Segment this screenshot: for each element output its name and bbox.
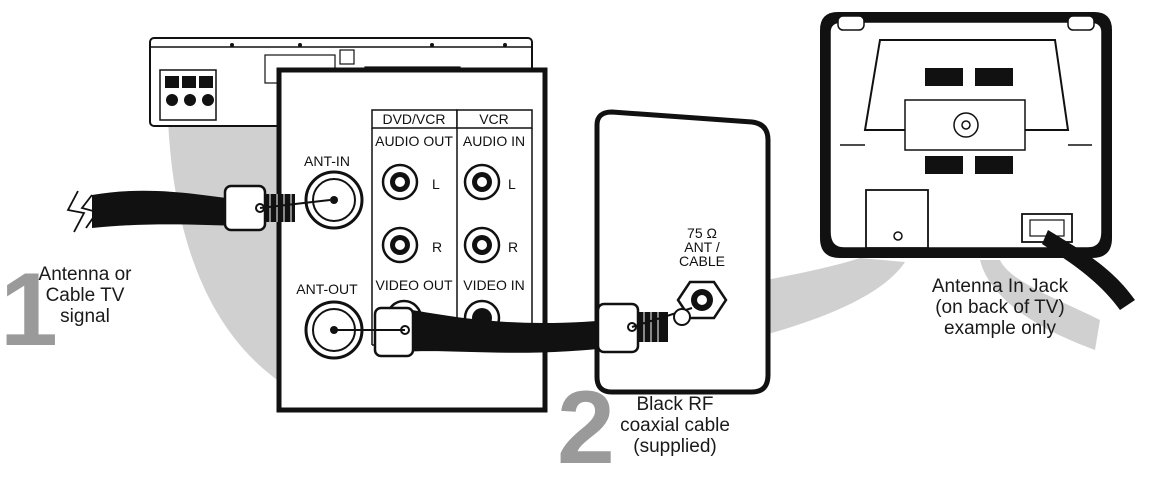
- antenna-cable: [92, 190, 242, 228]
- step-1-caption-line: Cable TV: [45, 285, 125, 306]
- step-1-caption-line: signal: [60, 306, 110, 327]
- step-2-caption: Black RF coaxial cable (supplied): [610, 394, 740, 457]
- ant-in-jack: [304, 170, 364, 230]
- audio-in-right-jack: [463, 226, 501, 264]
- dvd-vcr-header: DVD/VCR: [382, 111, 445, 127]
- tv-jack-ant-label: ANT /: [684, 239, 720, 255]
- tv-callout-projection-right: [980, 260, 1100, 350]
- video-out-label: VIDEO OUT: [375, 277, 452, 293]
- jack-panel: DVD/VCR VCR AUDIO OUT AUDIO IN VIDEO OUT…: [276, 67, 548, 413]
- step-2-caption-line: Black RF: [636, 394, 714, 415]
- tv-jack-cable-label: CABLE: [679, 253, 725, 269]
- audio-out-left-jack: [381, 163, 419, 201]
- step-2-number: 2: [557, 370, 615, 486]
- ant-in-label: ANT-IN: [304, 153, 350, 169]
- vcr-header: VCR: [479, 111, 509, 127]
- ant-out-label: ANT-OUT: [296, 281, 358, 297]
- audio-out-label: AUDIO OUT: [375, 133, 453, 149]
- audio-out-right-label: R: [432, 239, 442, 255]
- step-1-caption-line: Antenna or: [38, 264, 132, 285]
- step-2-caption-line: coaxial cable: [620, 415, 730, 436]
- audio-in-label: AUDIO IN: [463, 133, 525, 149]
- step-1-number: 1: [0, 252, 58, 368]
- step-1-caption: Antenna or Cable TV signal: [30, 264, 140, 327]
- video-in-label: VIDEO IN: [463, 277, 524, 293]
- audio-in-left-jack: [463, 163, 501, 201]
- audio-in-right-label: R: [508, 239, 518, 255]
- audio-in-left-label: L: [508, 176, 516, 192]
- step-2-caption-line: (supplied): [633, 436, 717, 457]
- tv-caption: Antenna In Jack (on back of TV) example …: [910, 276, 1090, 339]
- cable-break-mark: [80, 194, 99, 229]
- ant-in-connector: [223, 184, 331, 232]
- audio-out-left-label: L: [432, 176, 440, 192]
- tv-jack-ohm-label: 75 Ω: [687, 225, 717, 241]
- television-rear: [820, 12, 1135, 310]
- audio-out-right-jack: [381, 226, 419, 264]
- tv-caption-line: example only: [944, 318, 1056, 339]
- tv-caption-line: (on back of TV): [935, 297, 1065, 318]
- rf-coaxial-cable: [334, 302, 693, 358]
- tv-caption-line: Antenna In Jack: [931, 276, 1069, 297]
